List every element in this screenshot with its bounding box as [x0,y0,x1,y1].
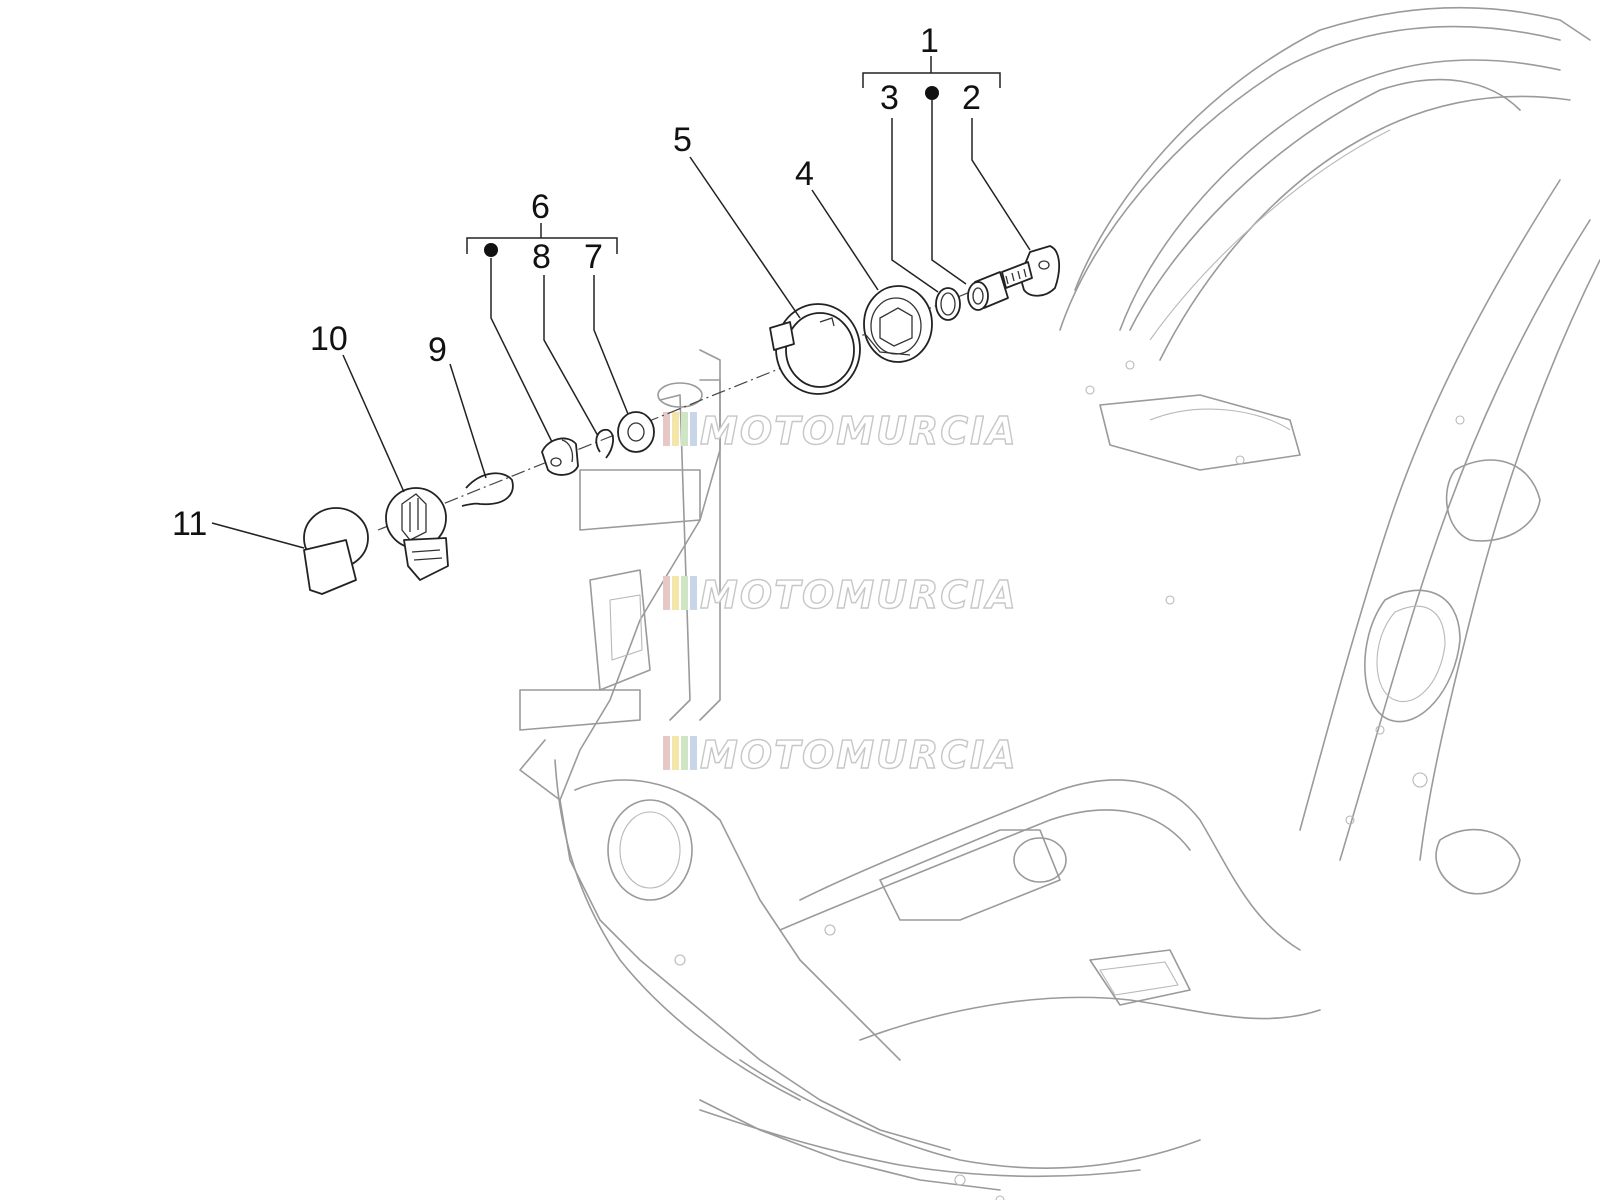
watermark-stripe-4 [690,576,697,610]
part-cam [541,437,579,476]
scooter-frame [519,6,1600,1200]
part-o-ring [935,287,961,321]
part-key [1001,245,1061,297]
callout-9: 9 [428,331,447,369]
kit-marker-icon [484,243,498,257]
part-ignition-switch [385,487,449,581]
kit-marker-icon [925,86,939,100]
watermark-stripe-4 [690,412,697,446]
watermark-stripe-1 [663,576,670,610]
callout-5: 5 [673,121,692,159]
watermark-bottom: MOTOMURCIA [663,732,1018,778]
watermark-stripe-3 [681,576,688,610]
part-spring-clip [595,428,614,459]
watermark-text: MOTOMURCIA [700,409,1018,453]
callout-leaders [211,56,1031,549]
part-switch-cover [303,507,369,595]
callout-2: 2 [962,79,981,117]
callout-labels: 1 2 3 4 5 6 7 8 9 10 11 [172,22,981,543]
watermark-stripe-4 [690,736,697,770]
callout-10: 10 [310,320,348,358]
part-lock-housing [863,285,933,363]
part-trim-ring [769,303,861,395]
callout-4: 4 [795,155,814,193]
watermark-stripe-2 [672,736,679,770]
callout-6: 6 [531,188,550,226]
part-wire-spring [461,472,514,507]
watermark-stripe-2 [672,576,679,610]
part-lock-cylinder [967,271,1009,311]
watermark-text: MOTOMURCIA [700,733,1018,777]
watermark-top: MOTOMURCIA [663,408,1018,454]
watermark-stripe-2 [672,412,679,446]
watermark-stripe-1 [663,736,670,770]
callout-11: 11 [172,505,207,543]
callout-8: 8 [532,238,551,276]
watermark-stripe-3 [681,736,688,770]
watermark-middle: MOTOMURCIA [663,572,1018,618]
callout-7: 7 [584,238,603,276]
part-retainer-plate [617,411,655,453]
watermark-stripe-1 [663,412,670,446]
watermark-text: MOTOMURCIA [700,573,1018,617]
callout-3: 3 [880,79,899,117]
watermark-stripe-3 [681,412,688,446]
callout-1: 1 [920,22,939,60]
